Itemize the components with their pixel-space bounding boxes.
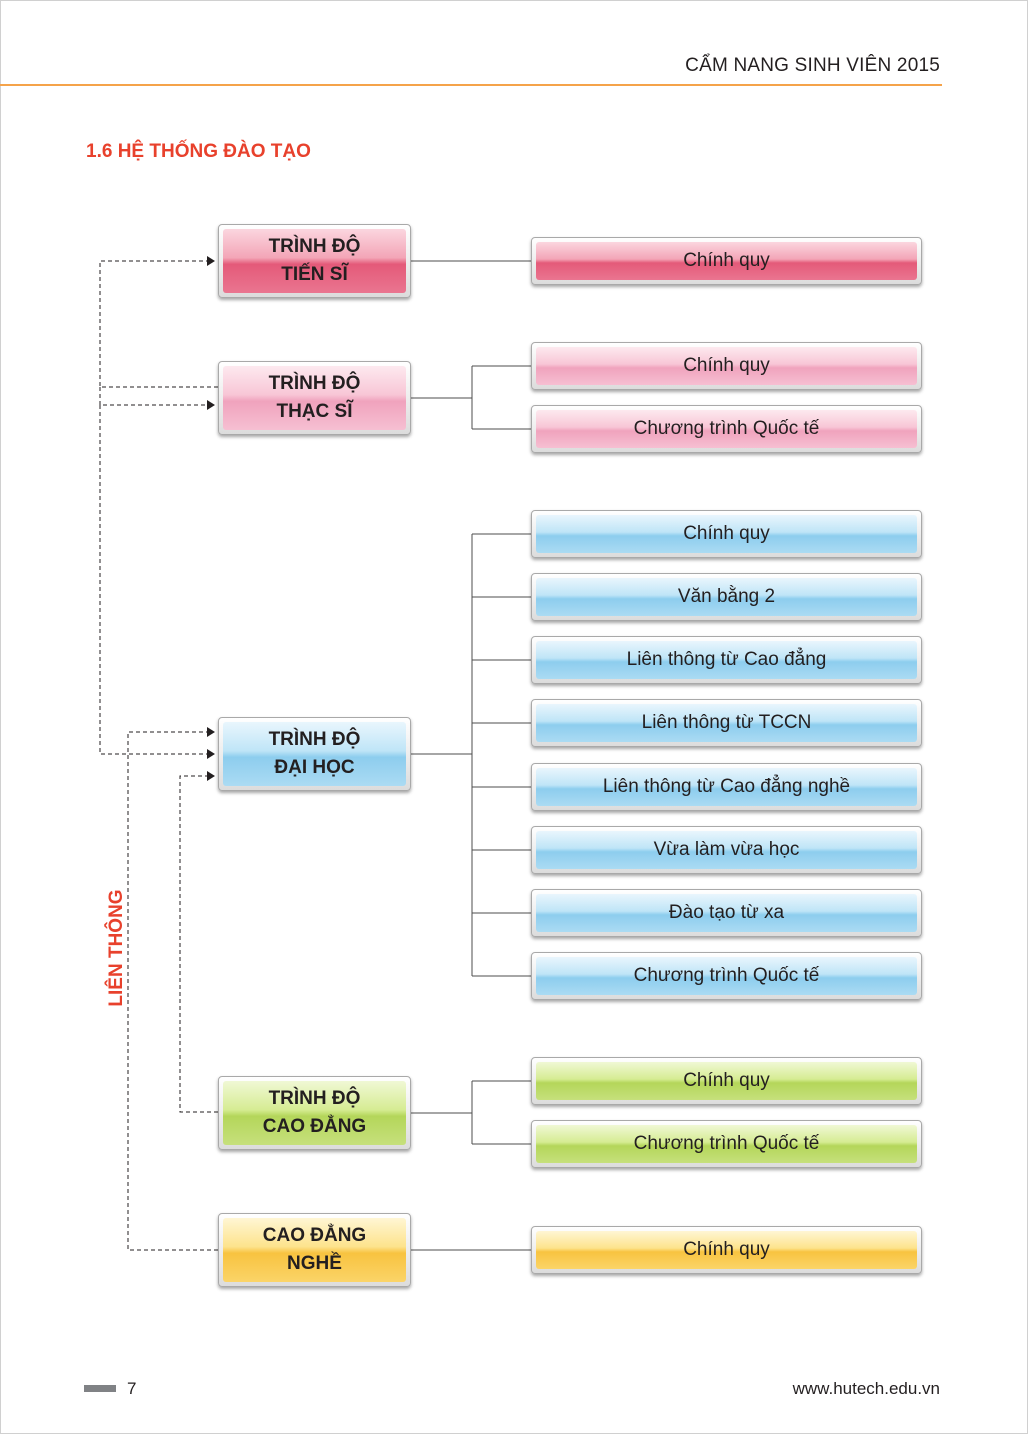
- program-label: Chính quy: [536, 515, 917, 553]
- program-dai-hoc-dao-tao-tu-xa[interactable]: Đào tạo từ xa: [531, 889, 922, 937]
- level-cao-dang-nghe-face: CAO ĐẲNG NGHỀ: [223, 1218, 406, 1282]
- program-label: Chương trình Quốc tế: [536, 1125, 917, 1163]
- level-tien-si-face: TRÌNH ĐỘ TIẾN SĨ: [223, 229, 406, 293]
- page-number: 7: [127, 1379, 137, 1398]
- program-label: Chính quy: [536, 1231, 917, 1269]
- program-thac-si-quoc-te[interactable]: Chương trình Quốc tế: [531, 405, 922, 453]
- program-tien-si-chinh-quy[interactable]: Chính quy: [531, 237, 922, 285]
- level-line2: THẠC SĨ: [276, 401, 353, 422]
- program-label: Chính quy: [536, 1062, 917, 1100]
- program-label: Chương trình Quốc tế: [536, 957, 917, 995]
- level-line1: TRÌNH ĐỘ: [268, 373, 361, 394]
- level-dai-hoc-face: TRÌNH ĐỘ ĐẠI HỌC: [223, 722, 406, 786]
- program-label: Chương trình Quốc tế: [536, 410, 917, 448]
- level-line1: TRÌNH ĐỘ: [268, 729, 361, 750]
- program-label: Liên thông từ Cao đẳng: [536, 641, 917, 679]
- level-line2: NGHỀ: [287, 1253, 342, 1274]
- level-cao-dang-nghe[interactable]: CAO ĐẲNG NGHỀ: [218, 1213, 411, 1287]
- lien-thong-label: LIÊN THÔNG: [106, 889, 127, 1007]
- program-dai-hoc-van-bang-2[interactable]: Văn bằng 2: [531, 573, 922, 621]
- level-thac-si-face: TRÌNH ĐỘ THẠC SĨ: [223, 366, 406, 430]
- program-label: Đào tạo từ xa: [536, 894, 917, 932]
- level-cao-dang-face: TRÌNH ĐỘ CAO ĐẲNG: [223, 1081, 406, 1145]
- footer-website-link[interactable]: www.hutech.edu.vn: [792, 1379, 940, 1398]
- program-label: Chính quy: [536, 242, 917, 280]
- program-cao-dang-nghe-chinh-quy[interactable]: Chính quy: [531, 1226, 922, 1274]
- program-dai-hoc-lien-thong-cao-dang-nghe[interactable]: Liên thông từ Cao đẳng nghề: [531, 763, 922, 811]
- program-dai-hoc-chinh-quy[interactable]: Chính quy: [531, 510, 922, 558]
- level-line2: TIẾN SĨ: [281, 264, 348, 285]
- section-title: 1.6 HỆ THỐNG ĐÀO TẠO: [86, 141, 311, 162]
- level-line1: TRÌNH ĐỘ: [268, 236, 361, 257]
- program-label: Vừa làm vừa học: [536, 831, 917, 869]
- program-dai-hoc-lien-thong-tccn[interactable]: Liên thông từ TCCN: [531, 699, 922, 747]
- program-cao-dang-quoc-te[interactable]: Chương trình Quốc tế: [531, 1120, 922, 1168]
- program-dai-hoc-lien-thong-cao-dang[interactable]: Liên thông từ Cao đẳng: [531, 636, 922, 684]
- level-line1: TRÌNH ĐỘ: [268, 1088, 361, 1109]
- program-dai-hoc-quoc-te[interactable]: Chương trình Quốc tế: [531, 952, 922, 1000]
- level-line1: CAO ĐẲNG: [262, 1225, 367, 1246]
- program-label: Văn bằng 2: [536, 578, 917, 616]
- program-label: Liên thông từ TCCN: [536, 704, 917, 742]
- level-cao-dang[interactable]: TRÌNH ĐỘ CAO ĐẲNG: [218, 1076, 411, 1150]
- level-tien-si[interactable]: TRÌNH ĐỘ TIẾN SĨ: [218, 224, 411, 298]
- header-title: CẨM NANG SINH VIÊN 2015: [685, 55, 940, 76]
- level-dai-hoc[interactable]: TRÌNH ĐỘ ĐẠI HỌC: [218, 717, 411, 791]
- tree-connectors: [411, 260, 532, 1251]
- header-rule: [0, 84, 942, 86]
- level-line2: CAO ĐẲNG: [262, 1116, 367, 1137]
- level-thac-si[interactable]: TRÌNH ĐỘ THẠC SĨ: [218, 361, 411, 435]
- program-cao-dang-chinh-quy[interactable]: Chính quy: [531, 1057, 922, 1105]
- program-label: Chính quy: [536, 347, 917, 385]
- program-label: Liên thông từ Cao đẳng nghề: [536, 768, 917, 806]
- level-line2: ĐẠI HỌC: [274, 757, 355, 778]
- program-thac-si-chinh-quy[interactable]: Chính quy: [531, 342, 922, 390]
- lien-thong-dashed-arrows: [99, 256, 218, 1251]
- program-dai-hoc-vua-lam-vua-hoc[interactable]: Vừa làm vừa học: [531, 826, 922, 874]
- footer-bar: [84, 1385, 116, 1392]
